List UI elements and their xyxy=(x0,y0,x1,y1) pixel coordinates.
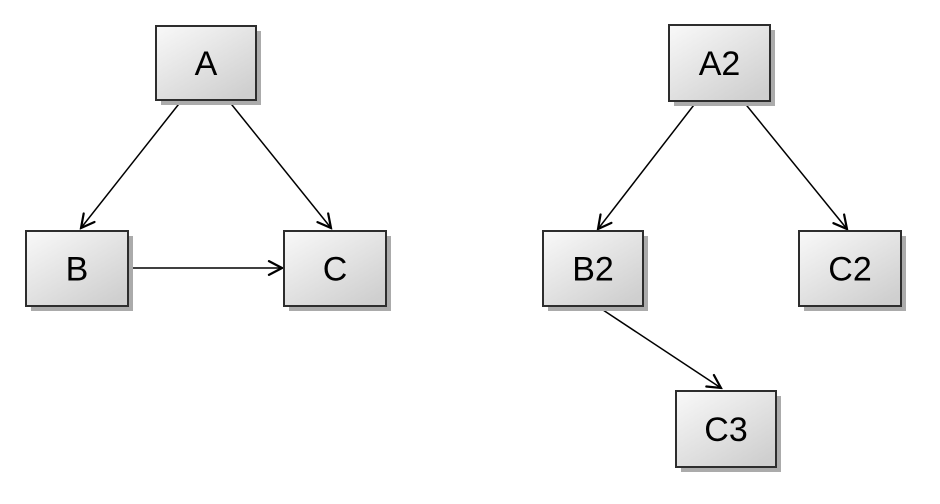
node-C2[interactable]: C2 xyxy=(798,230,906,311)
edge-A2-to-C2[interactable] xyxy=(742,100,847,229)
node-A[interactable]: A xyxy=(155,25,261,105)
node-C3[interactable]: C3 xyxy=(675,390,781,472)
node-box[interactable] xyxy=(25,230,129,307)
edge-B2-to-C3[interactable] xyxy=(596,305,721,388)
node-label: A xyxy=(195,45,218,83)
node-label: C3 xyxy=(704,411,747,449)
node-B2[interactable]: B2 xyxy=(542,230,648,311)
node-A2[interactable]: A2 xyxy=(668,24,775,106)
node-label: A2 xyxy=(699,45,741,83)
edge-A-to-B[interactable] xyxy=(81,99,183,228)
node-C[interactable]: C xyxy=(283,230,391,311)
node-box[interactable] xyxy=(155,25,257,101)
edge-A-to-C[interactable] xyxy=(227,99,331,228)
node-B[interactable]: B xyxy=(25,230,133,311)
node-box[interactable] xyxy=(283,230,387,307)
edge-A2-to-B2[interactable] xyxy=(598,100,698,229)
node-label: C xyxy=(323,251,348,289)
node-box[interactable] xyxy=(798,230,902,307)
node-box[interactable] xyxy=(542,230,644,307)
node-label: B2 xyxy=(572,251,614,289)
node-box[interactable] xyxy=(668,24,771,102)
node-label: B xyxy=(66,251,89,289)
node-label: C2 xyxy=(828,251,871,289)
left-graph: A B C xyxy=(25,25,391,311)
node-box[interactable] xyxy=(675,390,777,468)
